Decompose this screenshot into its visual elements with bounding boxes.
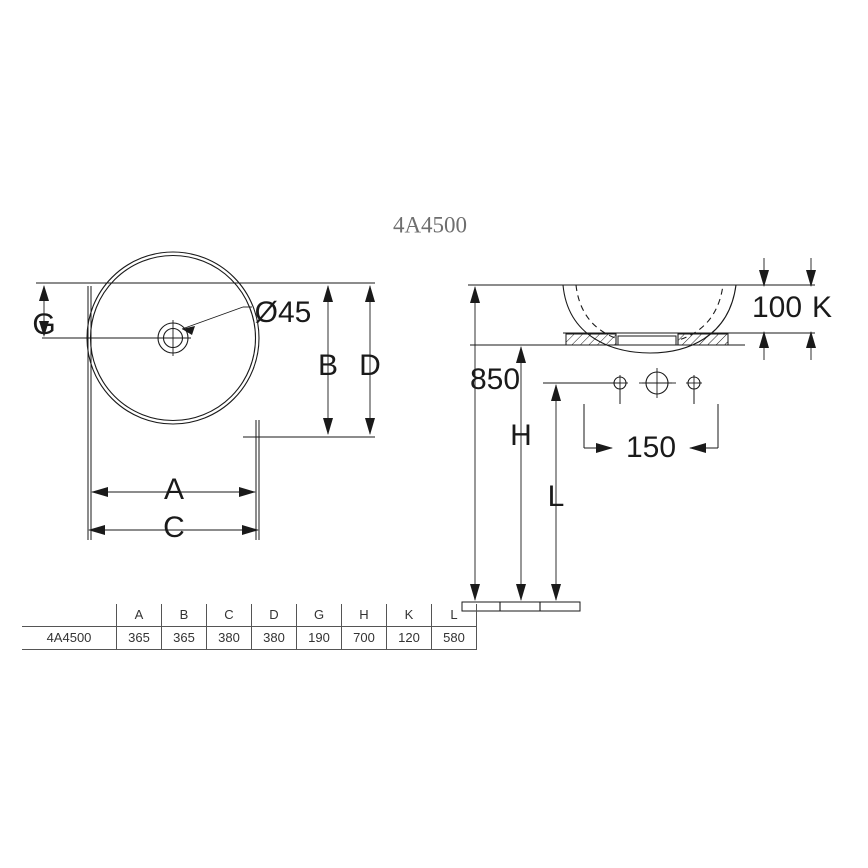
spec-header-B: B <box>161 604 207 627</box>
dimension-A-label: A <box>164 473 184 506</box>
table-row: 4A4500 365 365 380 380 190 700 120 580 <box>22 626 477 650</box>
dimension-H-arrow-bottom <box>516 584 526 601</box>
dimension-D-label: D <box>359 349 381 382</box>
dimension-B: B <box>318 285 338 435</box>
floor-slab <box>461 601 581 612</box>
spec-header-L: L <box>431 604 477 627</box>
dimension-D-arrow-top <box>365 285 375 302</box>
dimension-A-arrow-right <box>239 487 256 497</box>
diameter-callout-text: Ø45 <box>255 296 312 329</box>
dimension-C-arrow-left <box>88 525 105 535</box>
spec-cell-A: 365 <box>116 626 162 650</box>
dimension-L-label: L <box>548 480 565 513</box>
elevation-view-group: 850 H L 100 <box>461 258 832 612</box>
spec-header-H: H <box>341 604 387 627</box>
dimension-G-arrow-bottom <box>39 321 49 337</box>
dimension-C-arrow-right <box>242 525 259 535</box>
dimension-G: G <box>32 285 56 341</box>
dimension-L: L <box>548 384 565 601</box>
spec-cell-L: 580 <box>431 626 477 650</box>
plan-view-group: Ø45 G B <box>32 251 381 544</box>
spec-table-header: A B C D G H K L <box>22 604 477 627</box>
dimension-K-arrow-bottom <box>806 331 816 348</box>
dimension-150: 150 <box>583 404 719 464</box>
counter-support-left-hatch <box>565 333 617 346</box>
dimension-150-label: 150 <box>626 431 676 464</box>
dimension-850-label: 850 <box>470 363 520 396</box>
dimension-K: K <box>806 258 832 360</box>
spec-cell-H: 700 <box>341 626 387 650</box>
dimension-H: H <box>510 346 532 601</box>
dimension-D: D <box>359 285 381 435</box>
spec-header-G: G <box>296 604 342 627</box>
dimension-C-label: C <box>163 511 185 544</box>
spec-cell-B: 365 <box>161 626 207 650</box>
spec-cell-K: 120 <box>386 626 432 650</box>
dimension-850-arrow-bottom <box>470 584 480 601</box>
dimension-L-arrow-bottom <box>551 584 561 601</box>
counter-support-right-hatch <box>677 333 729 346</box>
dimension-A: A <box>91 473 256 506</box>
dimension-H-label: H <box>510 419 532 452</box>
dimension-150-arrow-left <box>596 443 613 453</box>
spec-header-C: C <box>206 604 252 627</box>
basin-bowl-outer-profile <box>562 284 737 354</box>
spec-header-A: A <box>116 604 162 627</box>
dimension-H-arrow-top <box>516 346 526 363</box>
dimension-D-arrow-bottom <box>365 418 375 435</box>
dimension-B-arrow-top <box>323 285 333 302</box>
spec-table-body: 4A4500 365 365 380 380 190 700 120 580 <box>22 626 477 650</box>
dimension-G-label: G <box>32 308 55 341</box>
dimension-B-arrow-bottom <box>323 418 333 435</box>
spec-header-D: D <box>251 604 297 627</box>
specification-table: A B C D G H K L 4A4500 365 365 380 380 1… <box>22 604 477 650</box>
spec-cell-C: 380 <box>206 626 252 650</box>
spec-header-K: K <box>386 604 432 627</box>
dimension-850: 850 <box>470 286 520 601</box>
dimension-K-arrow-top <box>806 270 816 287</box>
spec-cell-D: 380 <box>251 626 297 650</box>
dimension-150-arrow-right <box>689 443 706 453</box>
counter-recess <box>617 335 677 346</box>
dimension-G-arrow-top <box>39 285 49 301</box>
spec-table-header-row: A B C D G H K L <box>22 604 477 627</box>
spec-cell-model: 4A4500 <box>46 630 92 645</box>
spec-header-model <box>22 604 117 627</box>
spec-cell-G: 190 <box>296 626 342 650</box>
dimension-100: 100 <box>752 258 802 360</box>
dimension-100-label: 100 <box>752 291 802 324</box>
diameter-leader-line <box>181 306 244 330</box>
dimension-B-label: B <box>318 349 338 382</box>
diameter-leader-arrow <box>182 326 195 335</box>
dimension-K-label: K <box>812 291 832 324</box>
dimension-A-arrow-left <box>91 487 108 497</box>
dimension-100-arrow-bottom <box>759 331 769 348</box>
dimension-100-arrow-top <box>759 270 769 287</box>
dimension-C: C <box>88 511 259 544</box>
drawing-title: 4A4500 <box>393 212 467 237</box>
dimension-L-arrow-top <box>551 384 561 401</box>
dimension-850-arrow-top <box>470 286 480 303</box>
